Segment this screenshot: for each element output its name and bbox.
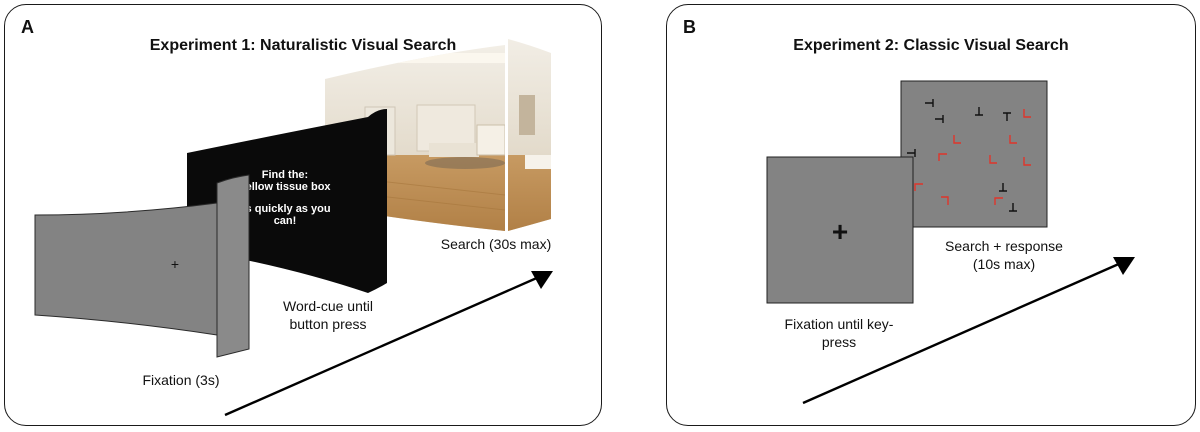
panel-b-illustration: +	[766, 80, 1135, 405]
fixation-cross-b: +	[832, 216, 848, 247]
search-item-target	[1009, 203, 1017, 212]
cue-line-4: can!	[274, 215, 297, 227]
timeline-arrow-a-head	[531, 271, 553, 289]
search-item-distractor	[953, 135, 961, 144]
fixation-screen-edge	[216, 174, 250, 358]
search-display	[900, 80, 1048, 228]
search-item-target	[935, 115, 944, 123]
panel-a-title: Experiment 1: Naturalistic Visual Search	[149, 37, 457, 54]
search-item-target	[925, 99, 934, 107]
search-item-distractor	[938, 153, 947, 161]
fixation-cross-a: +	[171, 256, 179, 272]
cue-line-1: Find the:	[262, 169, 308, 181]
search-item-distractor	[1023, 157, 1031, 166]
panel-a-illustration: Find the: yellow tissue box as quickly a…	[34, 39, 553, 417]
timeline-arrow-b-head	[1113, 257, 1135, 275]
search-item-target	[999, 183, 1007, 192]
search-item-distractor	[914, 183, 923, 191]
search-item-target	[975, 107, 983, 116]
timeline-arrow-b	[802, 261, 1122, 405]
search-item-distractor	[941, 196, 949, 205]
search-item-distractor	[989, 155, 997, 164]
cue-line-2: yellow tissue box	[239, 181, 331, 193]
panel-a: A Experiment 1: Naturalistic Visual Sear…	[4, 4, 602, 426]
label-fixation-b: Fixation until key- press	[759, 315, 919, 351]
label-word-cue-line-1: Word-cue until	[282, 298, 373, 314]
label-search-b: Search + response (10s max)	[929, 237, 1079, 273]
word-cue-screen-edge	[368, 109, 387, 293]
fixation-screen	[34, 202, 218, 336]
search-items	[907, 99, 1031, 212]
search-item-distractor	[1009, 135, 1017, 144]
fixation-display	[766, 156, 914, 304]
cue-line-3: as quickly as you	[239, 203, 330, 215]
panel-b-title: Experiment 2: Classic Visual Search	[793, 37, 1069, 54]
search-item-target	[1003, 112, 1011, 121]
label-word-cue: Word-cue until button press	[273, 297, 383, 333]
panel-b-letter: B	[683, 17, 696, 37]
panel-b: B Experiment 2: Classic Visual Search + …	[666, 4, 1196, 426]
label-search-b-line-2: (10s max)	[972, 256, 1036, 272]
label-word-cue-line-2: button press	[289, 316, 367, 332]
label-fixation-b-line-1: Fixation until key-	[784, 316, 894, 332]
label-fixation-b-line-2: press	[821, 334, 857, 350]
search-item-target	[907, 149, 916, 157]
search-item-distractor	[994, 197, 1003, 205]
timeline-arrow-a	[224, 275, 540, 417]
label-search-b-line-1: Search + response	[945, 238, 1063, 254]
label-fixation: Fixation (3s)	[142, 372, 220, 388]
panel-a-letter: A	[21, 17, 34, 37]
label-search: Search (30s max)	[440, 236, 552, 252]
search-item-distractor	[1023, 109, 1031, 118]
